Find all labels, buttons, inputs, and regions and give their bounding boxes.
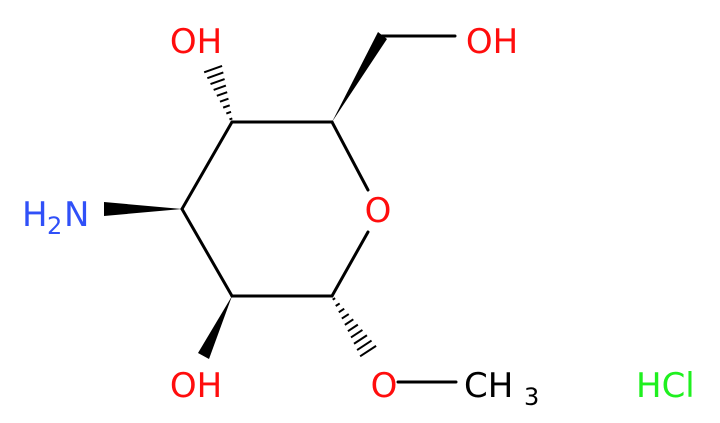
hash-stroke (338, 307, 345, 314)
oh-top-label: OH (170, 22, 222, 62)
hash-stroke (332, 297, 336, 301)
bond-ring-o-c1 (330, 230, 370, 298)
wedge-c2-oh (198, 296, 232, 359)
hash-stroke (359, 345, 377, 358)
hash-stroke (335, 302, 341, 307)
bond-c3-c4 (180, 120, 234, 211)
hcl-label: HCl (636, 366, 695, 406)
hash-stroke (206, 71, 224, 80)
nh2-n: N (64, 195, 89, 235)
wedge-c3-nh2 (104, 202, 182, 216)
oh-right-label: OH (466, 22, 518, 62)
nh2-label: H 2 N (22, 195, 89, 240)
bond-c5-ring-o (330, 120, 370, 192)
hash-stroke (225, 110, 232, 115)
hash-stroke (213, 84, 227, 91)
wedge-bonds (104, 32, 387, 359)
hash-stroke (353, 334, 368, 345)
ring-oxygen-label: O (365, 191, 392, 231)
nh2-h: H (22, 195, 48, 235)
wedge-c5-ch2 (332, 32, 387, 122)
hash-stroke (203, 64, 223, 74)
methyl-label: CH 3 (464, 366, 539, 411)
ring-bonds (180, 120, 370, 298)
hash-stroke (222, 104, 231, 109)
substituent-bonds (380, 34, 458, 384)
hash-stroke (344, 318, 354, 326)
hash-stroke (216, 91, 228, 97)
methoxy-oxygen-label: O (371, 366, 398, 406)
hashed-bond-c1-ome (332, 297, 377, 358)
hash-stroke (341, 313, 350, 320)
hash-stroke (229, 117, 233, 121)
hash-stroke (210, 78, 225, 86)
methyl-subscript: 3 (524, 383, 539, 411)
hash-stroke (350, 329, 363, 339)
methyl-ch: CH (464, 366, 513, 406)
hash-stroke (219, 97, 229, 103)
hash-stroke (356, 339, 373, 351)
oh-bottom-label: OH (170, 366, 222, 406)
nh2-subscript: 2 (47, 212, 62, 240)
hash-stroke (347, 323, 359, 332)
bond-c2-c3 (180, 207, 234, 298)
hashed-bond-c4-oh (203, 64, 233, 121)
